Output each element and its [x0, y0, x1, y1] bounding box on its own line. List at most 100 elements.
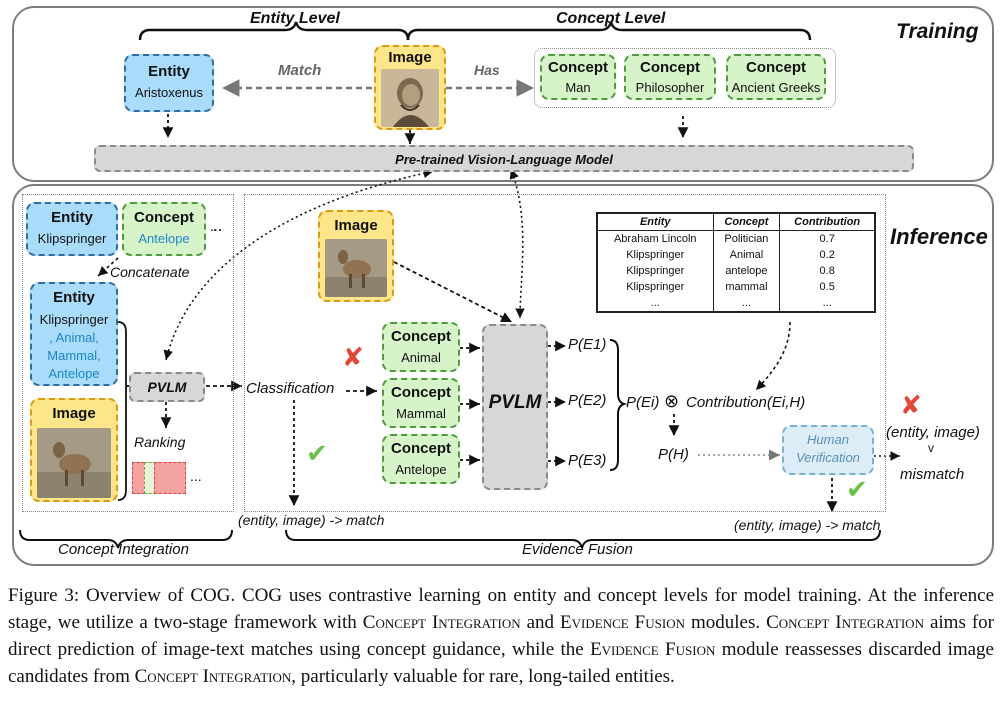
- concept-list-3: Antelope: [48, 366, 100, 381]
- candidate-card-3: [154, 462, 186, 494]
- classification-label: Classification: [246, 380, 335, 397]
- training-concept-man: Concept Man: [540, 54, 616, 100]
- has-label: Has: [474, 62, 500, 78]
- concept-title: Concept: [746, 59, 806, 76]
- caption-mid2: aims for direct prediction of image-text…: [8, 612, 994, 660]
- evidence-fusion-label: Evidence Fusion: [522, 541, 633, 558]
- concept-ellipsis: ...: [210, 218, 222, 234]
- table-cell: Animal: [713, 247, 781, 263]
- table-cell: 0.7: [819, 233, 835, 245]
- table-cell: mammal: [713, 279, 781, 295]
- concept-value: Antelope: [395, 462, 447, 477]
- concept-value: Animal: [401, 350, 441, 365]
- entity-level-label: Entity Level: [250, 10, 340, 27]
- inference-entity-box: Entity Klipspringer: [26, 202, 118, 256]
- mismatch-pair-label: (entity, image): [886, 424, 980, 441]
- prob-e3: P(E3): [568, 452, 607, 469]
- table-cell: 0.2: [819, 249, 835, 261]
- concept-level-label: Concept Level: [556, 10, 666, 27]
- concatenate-label: Concatenate: [110, 264, 190, 280]
- p-h-label: P(H): [658, 446, 689, 463]
- table-cell: antelope: [713, 263, 781, 279]
- figure-caption: Figure 3: Overview of COG. COG uses cont…: [8, 582, 994, 690]
- cross-icon-right: ✘: [900, 390, 922, 420]
- entity-title: Entity: [51, 209, 93, 226]
- entity-title: Entity: [148, 63, 190, 80]
- image-title: Image: [388, 49, 432, 66]
- connectors: [19, 21, 900, 549]
- ranking-candidates: [132, 462, 186, 494]
- training-concept-philosopher: Concept Philosopher: [624, 54, 716, 100]
- entity-level-brace: [138, 21, 410, 41]
- caption-ef: Evidence Fusion: [560, 612, 685, 633]
- concept-title: Concept: [640, 59, 700, 76]
- pvlm-bar: Pre-trained Vision-Language Model: [94, 145, 914, 172]
- mismatch-label: mismatch: [900, 466, 965, 483]
- training-concepts-group: [534, 48, 836, 108]
- concept-list-1: , Animal,: [49, 330, 99, 345]
- caption-lead: Figure 3: Overview of COG. COG uses cont…: [8, 585, 994, 633]
- concept-integration-label: Concept Integration: [58, 541, 189, 558]
- concept-value: Man: [565, 80, 591, 95]
- inference-concept-box: Concept Antelope: [122, 202, 206, 256]
- concept-animal-box: Concept Animal: [382, 322, 460, 372]
- concept-level-brace: [406, 21, 812, 41]
- table-header-row: Entity Concept Contribution: [597, 213, 875, 231]
- pvlm-big: PVLM: [482, 324, 548, 490]
- evidence-fusion-panel: [244, 194, 886, 512]
- concept-value: Philosopher: [635, 80, 705, 95]
- table-row: Abraham Lincoln Politician 0.7: [597, 230, 875, 247]
- image-title: Image: [334, 217, 378, 234]
- check-icon-right: ✔: [846, 474, 868, 504]
- caption-and: and: [520, 612, 561, 633]
- pvlm-small-label: PVLM: [147, 379, 187, 395]
- ranking-ellipsis: ...: [190, 468, 202, 484]
- entity-value: Klipspringer: [37, 231, 107, 246]
- mismatch-arrow: v: [928, 441, 934, 455]
- table-row: Klipspringer Animal 0.2: [597, 247, 875, 263]
- table-cell: Klipspringer: [597, 279, 714, 295]
- table-cell: Klipspringer: [597, 263, 714, 279]
- concept-value: Antelope: [138, 231, 190, 246]
- p-ei-label: P(Ei): [626, 394, 660, 411]
- right-match-label: (entity, image) -> match: [734, 517, 881, 533]
- klipspringer-photo-2: [325, 239, 387, 297]
- entity-name: Klipspringer: [39, 312, 109, 327]
- concept-value: Ancient Greeks: [731, 80, 821, 95]
- klipspringer-photo: [37, 428, 111, 498]
- cross-icon: ✘: [342, 342, 364, 372]
- table-cell: ...: [713, 295, 781, 312]
- entity-value: Aristoxenus: [135, 85, 203, 100]
- human-label: Human: [807, 432, 849, 447]
- table-cell: ...: [597, 295, 714, 312]
- caption-tail: , particularly valuable for rare, long-t…: [291, 666, 675, 687]
- table-cell: 0.8: [819, 265, 835, 277]
- concept-title: Concept: [134, 209, 194, 226]
- image-title: Image: [52, 405, 96, 422]
- caption-mid1: modules.: [684, 612, 767, 633]
- human-verification-box: Human Verification: [782, 425, 874, 475]
- pvlm-big-label: PVLM: [488, 392, 542, 413]
- prob-e1: P(E1): [568, 336, 607, 353]
- concept-title: Concept: [391, 440, 451, 457]
- contribution-table: Entity Concept Contribution Abraham Linc…: [596, 212, 876, 313]
- table-header: Contribution: [779, 213, 875, 231]
- prob-e2: P(E2): [568, 392, 607, 409]
- left-match-label: (entity, image) -> match: [238, 512, 385, 528]
- table-header: Concept: [713, 213, 781, 231]
- concept-integration-panel: [22, 194, 234, 512]
- table-cell: Abraham Lincoln: [597, 230, 714, 247]
- inference-title: Inference: [890, 224, 988, 249]
- concept-list-2: Mammal,: [47, 348, 101, 363]
- inference-image-box: Image: [30, 398, 118, 502]
- table-row: Klipspringer antelope 0.8: [597, 263, 875, 279]
- concept-value: Mammal: [396, 406, 446, 421]
- concatenated-entity-box: Entity Klipspringer , Animal, Mammal, An…: [30, 282, 118, 386]
- table-cell: 0.5: [819, 281, 835, 293]
- training-concept-ancient-greeks: Concept Ancient Greeks: [726, 54, 826, 100]
- concept-antelope-box: Concept Antelope: [382, 434, 460, 484]
- check-icon: ✔: [306, 438, 328, 468]
- table-row: Klipspringer mammal 0.5: [597, 279, 875, 295]
- concept-title: Concept: [391, 384, 451, 401]
- table-cell: ...: [822, 297, 832, 309]
